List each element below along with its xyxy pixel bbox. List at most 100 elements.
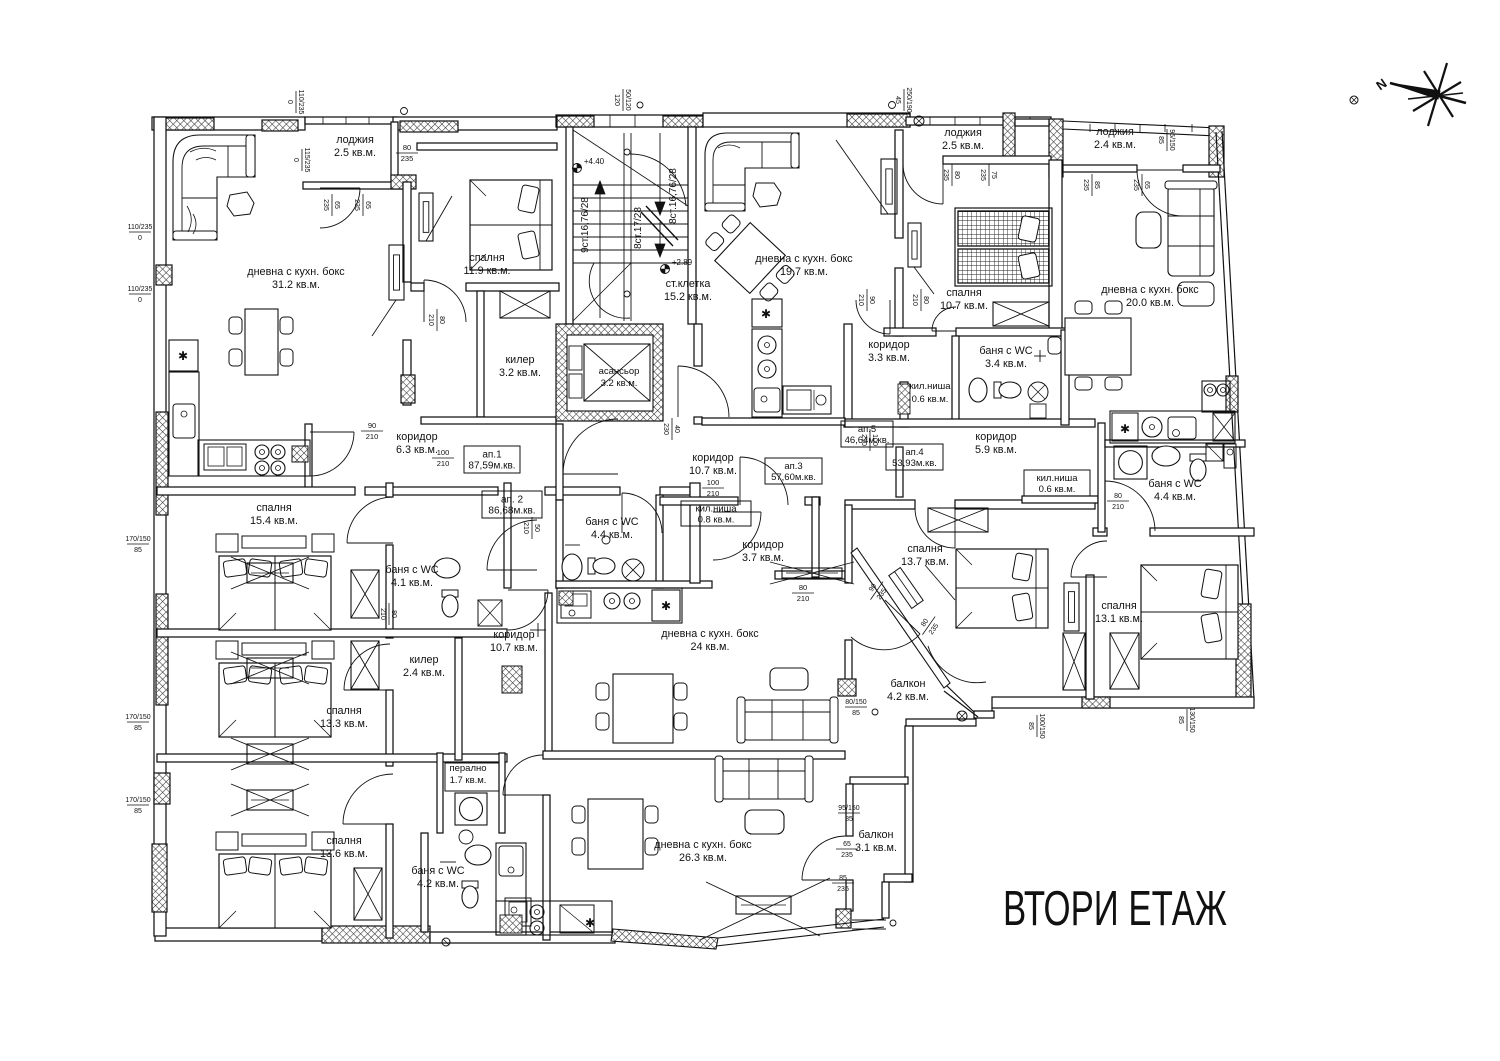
svg-text:110/235: 110/235 <box>297 90 304 115</box>
svg-text:спалня: спалня <box>1101 600 1137 612</box>
svg-text:85: 85 <box>1157 136 1164 144</box>
svg-text:килер: килер <box>409 654 438 666</box>
svg-text:4.4 кв.м.: 4.4 кв.м. <box>1154 491 1196 503</box>
svg-text:✱: ✱ <box>585 916 595 930</box>
svg-text:0: 0 <box>286 100 293 104</box>
svg-text:ап.3: ап.3 <box>784 461 802 472</box>
svg-text:80: 80 <box>1114 493 1122 500</box>
svg-text:86,68м.кв.: 86,68м.кв. <box>488 506 535 517</box>
svg-text:11.9 кв.м.: 11.9 кв.м. <box>463 265 510 277</box>
svg-text:2.4 кв.м.: 2.4 кв.м. <box>403 667 445 679</box>
svg-text:спалня: спалня <box>326 705 362 717</box>
svg-text:235: 235 <box>837 886 849 893</box>
svg-text:85: 85 <box>134 547 142 554</box>
svg-text:120: 120 <box>613 94 620 106</box>
svg-text:13.6 кв.м.: 13.6 кв.м. <box>320 848 368 860</box>
svg-text:1.7 кв.м.: 1.7 кв.м. <box>450 775 487 786</box>
svg-text:✱: ✱ <box>661 599 671 613</box>
svg-text:80: 80 <box>799 583 807 592</box>
svg-text:+4.40: +4.40 <box>584 157 605 166</box>
svg-text:85: 85 <box>1027 722 1034 730</box>
svg-text:210: 210 <box>707 489 720 498</box>
svg-text:4.4 кв.м.: 4.4 кв.м. <box>591 529 633 541</box>
svg-text:коридор: коридор <box>742 539 783 551</box>
svg-text:спалня: спалня <box>326 835 362 847</box>
svg-text:85: 85 <box>1177 716 1184 724</box>
svg-text:210: 210 <box>911 294 918 306</box>
svg-text:210: 210 <box>860 434 867 446</box>
svg-text:13.7 кв.м.: 13.7 кв.м. <box>901 556 949 568</box>
svg-text:230: 230 <box>662 423 669 435</box>
svg-text:80: 80 <box>953 171 960 179</box>
svg-text:235: 235 <box>841 852 853 859</box>
svg-text:лоджия: лоджия <box>336 134 374 146</box>
svg-text:килер: килер <box>505 354 534 366</box>
svg-text:85: 85 <box>134 808 142 815</box>
svg-text:баня с WC: баня с WC <box>411 865 464 877</box>
svg-text:50/120: 50/120 <box>624 89 631 111</box>
svg-text:дневна с кухн. бокс: дневна с кухн. бокс <box>755 253 853 265</box>
svg-text:3.3 кв.м.: 3.3 кв.м. <box>868 352 910 364</box>
svg-text:6.3 кв.м.: 6.3 кв.м. <box>396 444 438 456</box>
svg-text:235: 235 <box>1132 179 1139 191</box>
svg-text:235: 235 <box>942 169 949 181</box>
svg-text:0: 0 <box>138 235 142 242</box>
svg-text:2.5 кв.м.: 2.5 кв.м. <box>942 140 984 152</box>
svg-text:баня с WC: баня с WC <box>1148 478 1201 490</box>
svg-text:110/235: 110/235 <box>128 224 153 231</box>
svg-text:250/190: 250/190 <box>905 87 912 112</box>
svg-text:3.7 кв.м.: 3.7 кв.м. <box>742 552 784 564</box>
svg-text:53,93м.кв.: 53,93м.кв. <box>892 458 937 469</box>
svg-text:235: 235 <box>979 169 986 181</box>
svg-text:100: 100 <box>871 434 878 446</box>
svg-text:26.3 кв.м.: 26.3 кв.м. <box>679 852 727 864</box>
svg-text:90: 90 <box>368 421 376 430</box>
svg-text:2.5 кв.м.: 2.5 кв.м. <box>334 147 376 159</box>
svg-text:87,59м.кв.: 87,59м.кв. <box>468 461 515 472</box>
svg-text:65: 65 <box>333 201 340 209</box>
svg-text:3.1 кв.м.: 3.1 кв.м. <box>855 842 897 854</box>
svg-text:85: 85 <box>852 710 860 717</box>
svg-text:85: 85 <box>134 725 142 732</box>
svg-text:65: 65 <box>364 201 371 209</box>
svg-text:210: 210 <box>379 608 386 620</box>
svg-text:3.2 кв.м.: 3.2 кв.м. <box>601 378 638 389</box>
svg-text:4.2 кв.м.: 4.2 кв.м. <box>887 691 929 703</box>
svg-text:95/150: 95/150 <box>1168 129 1175 151</box>
svg-text:170/150: 170/150 <box>125 714 150 721</box>
svg-text:24 кв.м.: 24 кв.м. <box>691 641 730 653</box>
svg-text:8ст.17/28: 8ст.17/28 <box>633 207 644 249</box>
svg-text:8ст.16,76/28: 8ст.16,76/28 <box>668 168 679 224</box>
svg-text:0.6 кв.м.: 0.6 кв.м. <box>1039 484 1076 495</box>
svg-text:4.2 кв.м.: 4.2 кв.м. <box>417 878 459 890</box>
svg-text:3.2 кв.м.: 3.2 кв.м. <box>499 367 541 379</box>
svg-text:13.1 кв.м.: 13.1 кв.м. <box>1095 613 1143 625</box>
svg-text:80: 80 <box>920 618 930 628</box>
svg-text:85: 85 <box>1093 181 1100 189</box>
svg-text:✱: ✱ <box>178 349 188 363</box>
svg-text:15.4 кв.м.: 15.4 кв.м. <box>250 515 298 527</box>
svg-text:10.7 кв.м.: 10.7 кв.м. <box>689 465 737 477</box>
svg-text:210: 210 <box>427 314 434 326</box>
svg-text:80/150: 80/150 <box>845 699 867 706</box>
svg-text:115/235: 115/235 <box>303 148 310 173</box>
svg-text:баня с WC: баня с WC <box>585 516 638 528</box>
svg-text:ст.клетка: ст.клетка <box>666 278 711 290</box>
svg-text:баня с WC: баня с WC <box>979 345 1032 357</box>
svg-text:дневна с кухн. бокс: дневна с кухн. бокс <box>1101 284 1199 296</box>
svg-text:75: 75 <box>990 171 997 179</box>
svg-text:90: 90 <box>868 583 878 593</box>
svg-text:90: 90 <box>868 296 875 304</box>
svg-text:235: 235 <box>1082 179 1089 191</box>
svg-text:210: 210 <box>522 522 529 534</box>
svg-text:кил.ниша: кил.ниша <box>1036 473 1078 484</box>
svg-text:10.7 кв.м.: 10.7 кв.м. <box>490 642 538 654</box>
svg-text:85: 85 <box>845 816 853 823</box>
svg-text:ВТОРИ ЕТАЖ: ВТОРИ ЕТАЖ <box>1003 882 1227 936</box>
svg-text:ап. 2: ап. 2 <box>501 495 524 506</box>
svg-text:2.4 кв.м.: 2.4 кв.м. <box>1094 139 1136 151</box>
svg-text:спалня: спалня <box>946 287 982 299</box>
svg-text:✱: ✱ <box>761 307 771 321</box>
svg-text:9ст.16,76/28: 9ст.16,76/28 <box>580 197 591 253</box>
svg-text:170/150: 170/150 <box>125 536 150 543</box>
